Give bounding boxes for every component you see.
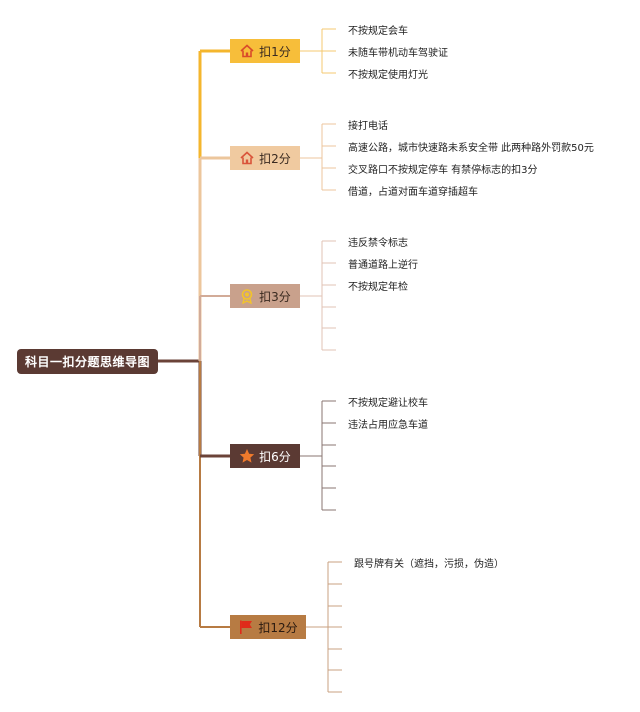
branch-node-3[interactable]: 扣3分 [230, 284, 300, 308]
house-icon [239, 150, 255, 166]
leaf-item[interactable]: 接打电话 [348, 121, 388, 132]
leaf-item[interactable]: 不按规定年检 [348, 282, 408, 293]
house-icon [239, 43, 255, 59]
flag-icon [238, 619, 254, 635]
leaf-item[interactable]: 不按规定使用灯光 [348, 70, 428, 81]
branch-label: 扣6分 [259, 449, 291, 464]
branch-node-1[interactable]: 扣1分 [230, 39, 300, 63]
leaf-item[interactable]: 普通道路上逆行 [348, 260, 418, 271]
leaf-item[interactable]: 未随车带机动车驾驶证 [348, 48, 448, 59]
branch-label: 扣2分 [259, 151, 291, 166]
leaf-item[interactable]: 违法占用应急车道 [348, 420, 428, 431]
leaf-item[interactable]: 不按规定避让校车 [348, 398, 428, 409]
leaf-item[interactable]: 借道，占道对面车道穿插超车 [348, 187, 478, 198]
star-icon [239, 448, 255, 464]
root-node[interactable]: 科目一扣分题思维导图 [17, 349, 158, 374]
branch-label: 扣3分 [259, 289, 291, 304]
root-label: 科目一扣分题思维导图 [24, 355, 150, 369]
leaf-item[interactable]: 不按规定会车 [348, 26, 408, 37]
branch-node-4[interactable]: 扣6分 [230, 444, 300, 468]
leaf-item[interactable]: 交叉路口不按规定停车 有禁停标志的扣3分 [348, 165, 538, 176]
leaf-item[interactable]: 跟号牌有关（遮挡，污损，伪造） [354, 559, 504, 570]
branch-label: 扣1分 [259, 44, 291, 59]
branch-node-5[interactable]: 扣12分 [230, 615, 306, 639]
leaf-item[interactable]: 高速公路，城市快速路未系安全带 此两种路外罚款50元 [348, 143, 594, 154]
branch-label: 扣12分 [258, 620, 298, 635]
leaf-item[interactable]: 违反禁令标志 [348, 238, 408, 249]
branch-node-2[interactable]: 扣2分 [230, 146, 300, 170]
medal-icon [239, 288, 255, 304]
